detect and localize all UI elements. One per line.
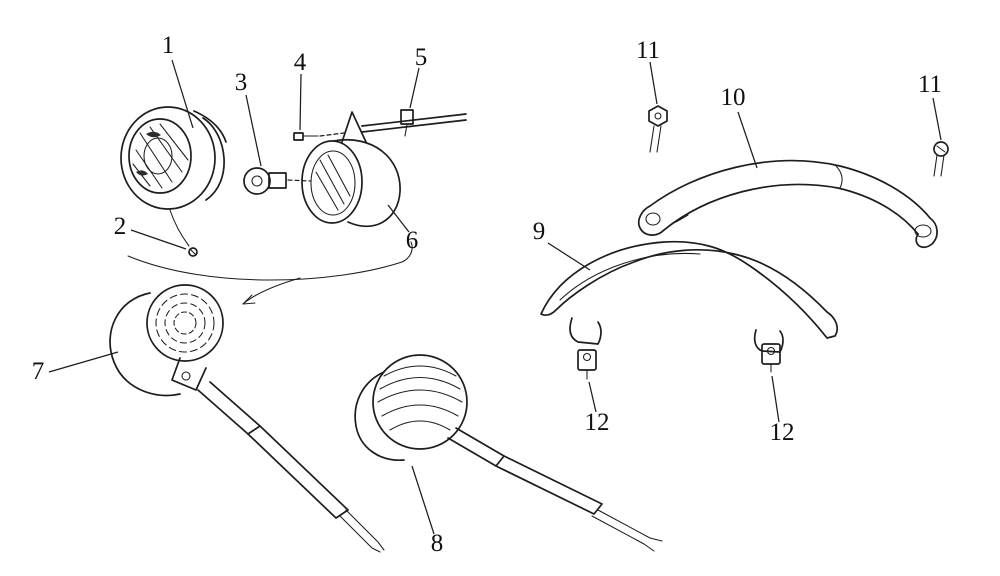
callout-9-number: 9 [533, 218, 546, 245]
callout-3: 3 [235, 69, 262, 167]
part-5-nut [400, 109, 414, 137]
part-12-clamp-right [761, 343, 781, 373]
part-11-bolt-left [648, 105, 668, 153]
callout-11-left: 11 [636, 37, 660, 105]
callout-6-number: 6 [406, 227, 419, 254]
part-11-bolt-right [933, 141, 949, 177]
part-10-fender-brace [637, 159, 938, 249]
part-2-screw [169, 209, 198, 257]
callout-8-number: 8 [431, 530, 444, 557]
callout-9: 9 [533, 218, 591, 271]
callout-10-number: 10 [721, 84, 746, 111]
callout-5-number: 5 [415, 44, 428, 71]
callout-12-left-number: 12 [585, 409, 610, 436]
callout-5: 5 [409, 44, 428, 109]
callout-11-left-number: 11 [636, 37, 660, 64]
callout-11-right-number: 11 [918, 71, 942, 98]
callout-4-number: 4 [294, 49, 307, 76]
part-1-headlight-rim [120, 106, 227, 210]
callout-7-number: 7 [32, 358, 45, 385]
callout-12-left: 12 [585, 381, 610, 436]
callout-2: 2 [114, 213, 187, 250]
callout-12-right-number: 12 [770, 419, 795, 446]
wire-routing-line [127, 241, 413, 305]
part-6-headlight-shell [301, 111, 467, 228]
callouts: 1 2 3 4 5 6 7 8 [32, 32, 942, 557]
callout-6: 6 [387, 204, 419, 254]
callout-1-number: 1 [162, 32, 175, 59]
part-12-clamp-left [577, 349, 597, 380]
part-7-headlamp-assembly [109, 284, 385, 553]
part-9-front-fender [540, 240, 838, 353]
part-3-bulb-socket [243, 167, 311, 195]
callout-12-right: 12 [770, 375, 795, 446]
callout-11-right: 11 [918, 71, 942, 141]
part-8-headlamp-assembly [354, 354, 663, 552]
callout-8: 8 [411, 465, 444, 557]
callout-4: 4 [294, 49, 307, 131]
callout-1: 1 [162, 32, 194, 129]
callout-10: 10 [721, 84, 758, 169]
callout-3-number: 3 [235, 69, 248, 96]
part-4-screw [293, 132, 345, 141]
callout-2-number: 2 [114, 213, 127, 240]
callout-7: 7 [32, 351, 119, 385]
